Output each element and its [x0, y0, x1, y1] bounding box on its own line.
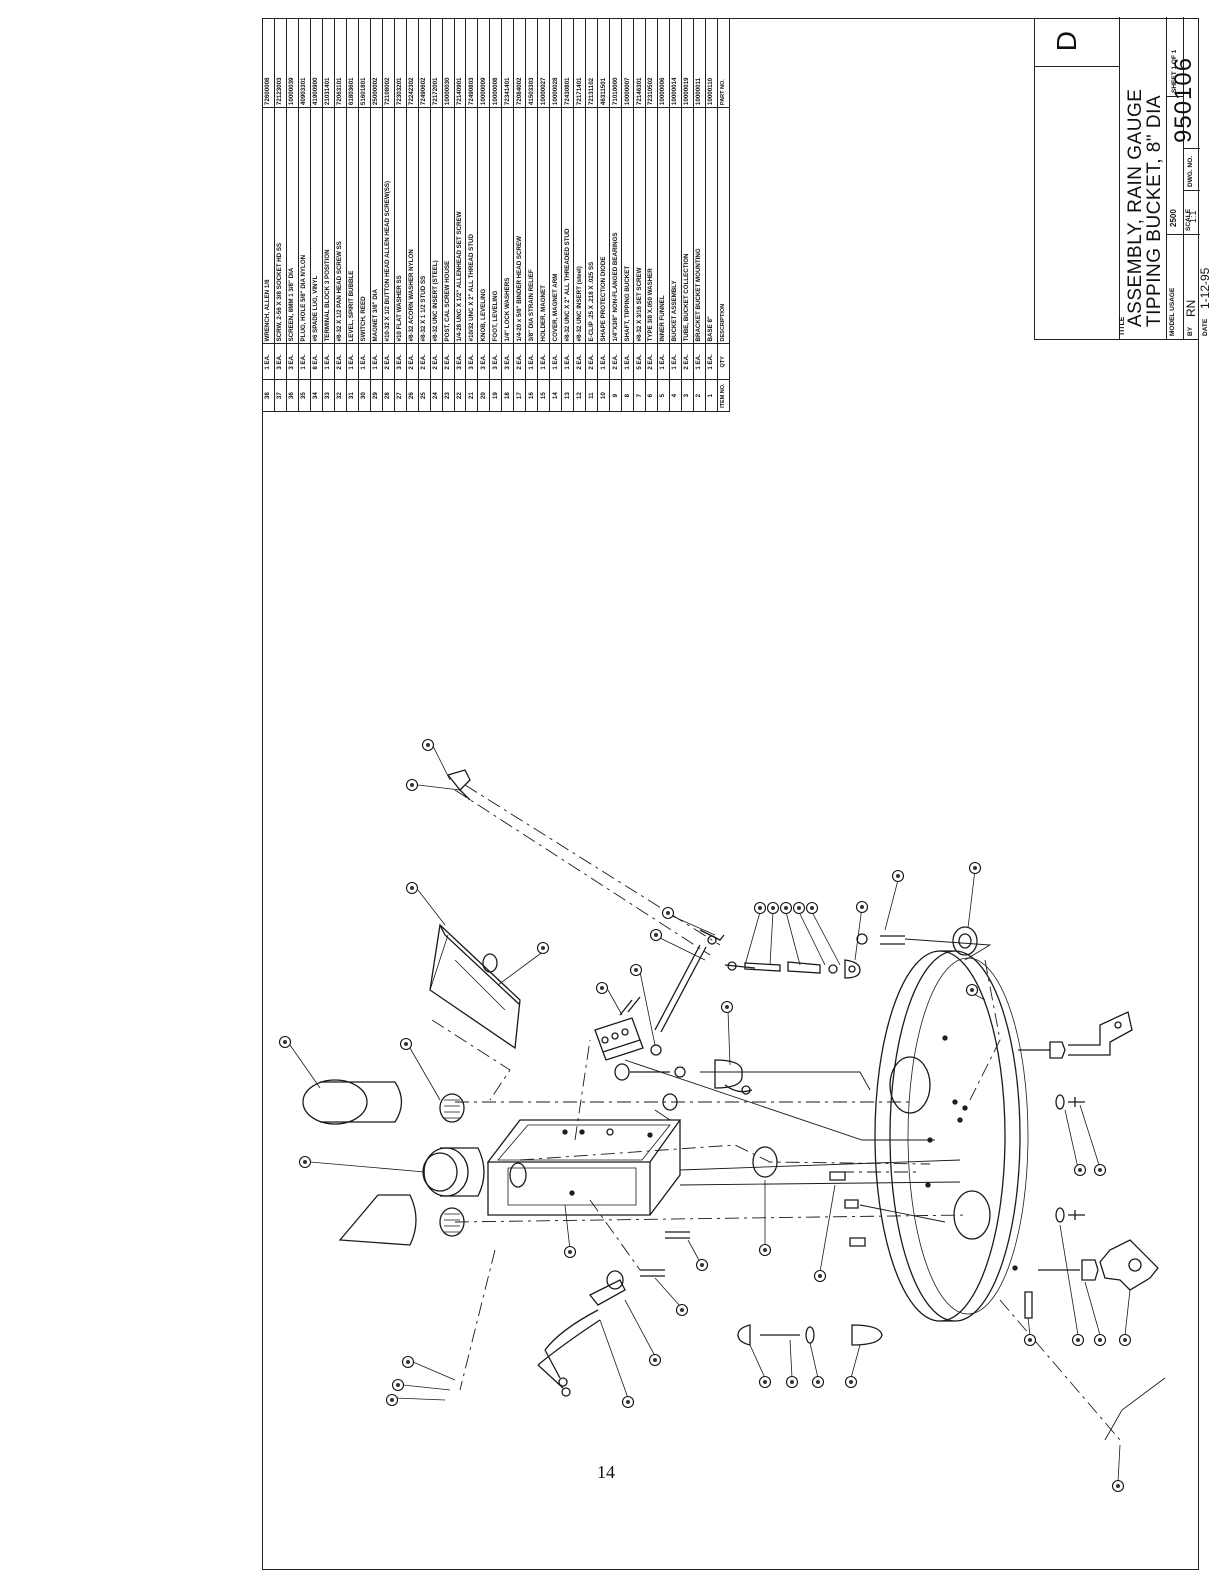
item-balloon-mark	[653, 1358, 657, 1362]
item-balloon-mark	[654, 933, 658, 937]
item-balloon-mark	[860, 905, 864, 909]
item-balloon-mark	[541, 946, 545, 950]
item-balloon-mark	[790, 1380, 794, 1384]
item-balloon-mark	[896, 874, 900, 878]
item-balloon-mark	[406, 1360, 410, 1364]
item-balloon-mark	[426, 743, 430, 747]
item-balloon-mark	[390, 1398, 394, 1402]
item-balloon-mark	[404, 1042, 408, 1046]
item-balloon-mark	[818, 1274, 822, 1278]
tipping-bucket-shaft	[650, 929, 861, 1056]
item-balloon-mark	[758, 906, 762, 910]
item-balloon-mark	[634, 968, 638, 972]
item-balloon-mark	[1116, 1484, 1120, 1488]
item-balloon-mark	[970, 988, 974, 992]
item-balloon-mark	[763, 1248, 767, 1252]
mounting-frame	[486, 1119, 682, 1216]
item-balloon-mark	[973, 866, 977, 870]
item-balloon-mark	[410, 886, 414, 890]
leveling-feet	[1018, 1011, 1159, 1291]
item-balloon-mark	[626, 1400, 630, 1404]
item-balloon-mark	[700, 1263, 704, 1267]
item-balloon-mark	[797, 906, 801, 910]
base-cylinder	[874, 950, 1029, 1322]
item-balloon-mark	[1123, 1338, 1127, 1342]
item-balloon-mark	[725, 1005, 729, 1009]
item-balloon-mark	[1098, 1338, 1102, 1342]
item-balloon-mark	[1076, 1338, 1080, 1342]
item-balloon-mark	[1098, 1168, 1102, 1172]
magnet-holder	[614, 1059, 778, 1178]
bucket-collection-tubes	[302, 1079, 485, 1246]
item-balloon-mark	[1078, 1168, 1082, 1172]
drawing-frame	[262, 18, 1199, 1570]
item-balloon-mark	[816, 1380, 820, 1384]
item-balloon-mark	[784, 906, 788, 910]
item-balloon-mark	[763, 1380, 767, 1384]
item-balloon-mark	[396, 1383, 400, 1387]
item-balloon-mark	[810, 906, 814, 910]
small-hardware	[588, 926, 1033, 1346]
item-balloon-mark	[680, 1308, 684, 1312]
inner-funnel	[429, 923, 521, 1050]
page-number: 14	[597, 1462, 615, 1482]
terminal-block	[594, 996, 644, 1061]
item-balloon-mark	[849, 1380, 853, 1384]
item-balloon-mark	[771, 906, 775, 910]
item-balloon-mark	[410, 783, 414, 787]
item-balloon-mark	[568, 1250, 572, 1254]
item-balloon-mark	[666, 911, 670, 915]
item-balloon-mark	[283, 1040, 287, 1044]
item-balloon-mark	[303, 1160, 307, 1164]
item-balloon-mark	[1028, 1338, 1032, 1342]
top-bracket	[446, 769, 471, 801]
wire-leads	[537, 1309, 601, 1397]
item-balloon-mark	[600, 986, 604, 990]
